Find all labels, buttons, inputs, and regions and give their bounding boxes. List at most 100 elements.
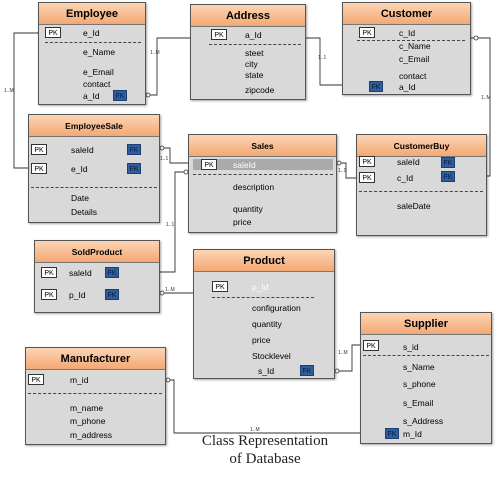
primary-key-badge: PK xyxy=(31,144,47,155)
diagram-caption: Class Representation of Database xyxy=(175,432,355,468)
field: s_Name xyxy=(403,362,435,372)
cardinality-label: 1..M xyxy=(4,88,14,94)
divider xyxy=(193,174,333,175)
entity-product: Product PK p_Id configuration quantity p… xyxy=(193,249,335,379)
entity-title: Sales xyxy=(189,135,336,157)
field: price xyxy=(252,335,271,345)
caption-line: of Database xyxy=(229,451,301,467)
divider xyxy=(28,393,162,394)
field: Stocklevel xyxy=(252,351,291,361)
field: a_Id xyxy=(245,30,262,40)
field: contact xyxy=(399,71,427,81)
field: configuration xyxy=(252,303,301,313)
entity-title: EmployeeSale xyxy=(29,115,159,137)
divider xyxy=(31,187,157,188)
selected-row xyxy=(193,159,333,170)
field: contact xyxy=(83,79,111,89)
field: price xyxy=(233,217,252,227)
field: c_Id xyxy=(399,28,416,38)
entity-title: Address xyxy=(191,5,305,27)
link-sales-soldproduct xyxy=(160,171,188,273)
field: p_Id xyxy=(69,290,86,300)
primary-key-badge: PK xyxy=(212,281,228,292)
field: c_Name xyxy=(399,41,431,51)
link-address-customer xyxy=(306,37,342,86)
field: s_phone xyxy=(403,379,436,389)
entity-sales: Sales PK saleId description quantity pri… xyxy=(188,134,337,233)
cardinality-label: 1..M xyxy=(338,350,348,356)
cardinality-label: 1..1 xyxy=(166,222,175,228)
entity-employeesale: EmployeeSale PK saleId FK PK e_Id FK Dat… xyxy=(28,114,160,223)
field: state xyxy=(245,70,264,80)
primary-key-badge: PK xyxy=(211,29,227,40)
field: e_Id xyxy=(71,164,88,174)
link-employee-employeesale xyxy=(13,32,38,169)
primary-key-badge: PK xyxy=(363,340,379,351)
field: s_id xyxy=(403,342,419,352)
cardinality-label: 1..1 xyxy=(338,168,347,174)
field: e_Name xyxy=(83,47,116,57)
link-product-supplier xyxy=(335,344,360,372)
divider xyxy=(45,42,141,43)
field: saleId xyxy=(233,160,256,170)
field: quantity xyxy=(252,319,282,329)
cardinality-label: 1..M xyxy=(481,95,491,101)
link-employee-address xyxy=(146,37,190,96)
field: saleDate xyxy=(397,201,431,211)
divider xyxy=(212,297,314,298)
field: m_address xyxy=(70,430,113,440)
primary-key-badge: PK xyxy=(45,27,61,38)
field: e_Id xyxy=(83,28,100,38)
field: Date xyxy=(71,193,89,203)
link-manufacturer-supplier xyxy=(166,379,360,434)
primary-key-badge: PK xyxy=(201,159,217,170)
field: city xyxy=(245,59,258,69)
foreign-key-badge: FK xyxy=(369,81,383,92)
entity-customerbuy: CustomerBuy PK saleId FK PK c_Id FK sale… xyxy=(356,134,487,236)
field: saleId xyxy=(69,268,92,278)
primary-key-badge: PK xyxy=(359,27,375,38)
field: zipcode xyxy=(245,85,275,95)
entity-title: Supplier xyxy=(361,313,491,335)
foreign-key-badge: FK xyxy=(127,144,141,155)
entity-title: Manufacturer xyxy=(26,348,165,370)
cardinality-label: 1..1 xyxy=(318,55,327,61)
link-sales-customerbuy xyxy=(337,162,356,179)
cardinality-label: 1..1 xyxy=(160,156,169,162)
entity-supplier: Supplier PK s_id s_Name s_phone s_Email … xyxy=(360,312,492,444)
cardinality-label: 1..M xyxy=(250,427,260,433)
caption-line: Class Representation xyxy=(201,433,329,449)
foreign-key-badge: FK xyxy=(105,289,119,300)
field: c_Id xyxy=(397,173,414,183)
primary-key-badge: PK xyxy=(359,156,375,167)
entity-manufacturer: Manufacturer PK m_id m_name m_phone m_ad… xyxy=(25,347,166,445)
primary-key-badge: PK xyxy=(359,172,375,183)
entity-title: SoldProduct xyxy=(35,241,159,263)
entity-address: Address PK a_Id steet city state zipcode xyxy=(190,4,306,100)
entity-employee: Employee PK e_Id e_Name e_Email contact … xyxy=(38,2,146,105)
foreign-key-badge: FK xyxy=(441,157,455,168)
divider xyxy=(357,40,465,41)
field: a_Id xyxy=(399,82,416,92)
field: c_Email xyxy=(399,54,430,64)
divider xyxy=(209,44,301,45)
divider xyxy=(359,191,483,192)
foreign-key-badge: FK xyxy=(441,171,455,182)
primary-key-badge: PK xyxy=(41,267,57,278)
foreign-key-badge: FK xyxy=(127,163,141,174)
primary-key-badge: PK xyxy=(31,163,47,174)
field: quantity xyxy=(233,204,263,214)
cardinality-label: 1..M xyxy=(165,287,175,293)
link-employeesale-sales xyxy=(160,147,188,164)
foreign-key-badge: FK xyxy=(105,267,119,278)
foreign-key-badge: FK xyxy=(113,90,127,101)
foreign-key-badge: FK xyxy=(300,365,314,376)
field: m_id xyxy=(70,375,89,385)
field: s_Id xyxy=(258,366,275,376)
field: m_phone xyxy=(70,416,106,426)
entity-title: Employee xyxy=(39,3,145,25)
primary-key-badge: PK xyxy=(41,289,57,300)
field: Details xyxy=(71,207,97,217)
entity-soldproduct: SoldProduct PK saleId FK PK p_Id FK xyxy=(34,240,160,313)
foreign-key-badge: FK xyxy=(385,428,399,439)
